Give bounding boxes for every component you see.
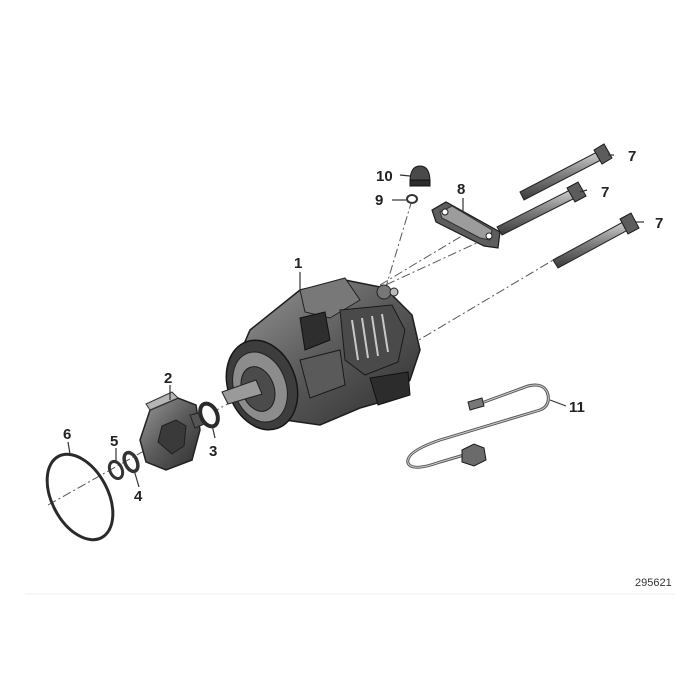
leader-lines (67, 154, 644, 488)
washer-part-4 (122, 450, 140, 474)
callout-5: 5 (110, 433, 118, 450)
callout-3: 3 (209, 443, 217, 460)
ring-part-3 (198, 401, 220, 429)
callout-2: 2 (164, 370, 172, 387)
callout-7-upper: 7 (628, 148, 636, 165)
washer-part-9 (406, 194, 418, 204)
callout-6: 6 (63, 426, 71, 443)
callout-1: 1 (294, 255, 302, 272)
cap-nut-part-10 (409, 165, 431, 187)
callout-7-middle: 7 (601, 184, 609, 201)
bolt-part-7-upper (519, 143, 613, 201)
callout-9: 9 (375, 192, 383, 209)
callout-10: 10 (376, 168, 393, 185)
callout-11: 11 (569, 399, 585, 416)
alternator-part-1 (221, 277, 421, 431)
cable-part-11 (406, 383, 550, 469)
ring-part-5 (107, 459, 125, 481)
bolt-part-7-middle (496, 181, 587, 236)
o-ring-part-6 (45, 452, 115, 542)
figure-number: 295621 (635, 577, 672, 589)
bolt-part-7-lower (552, 212, 640, 269)
callout-8: 8 (457, 181, 465, 198)
callout-7-lower: 7 (655, 215, 663, 232)
callout-4: 4 (134, 488, 143, 505)
bracket-part-8 (431, 201, 501, 249)
